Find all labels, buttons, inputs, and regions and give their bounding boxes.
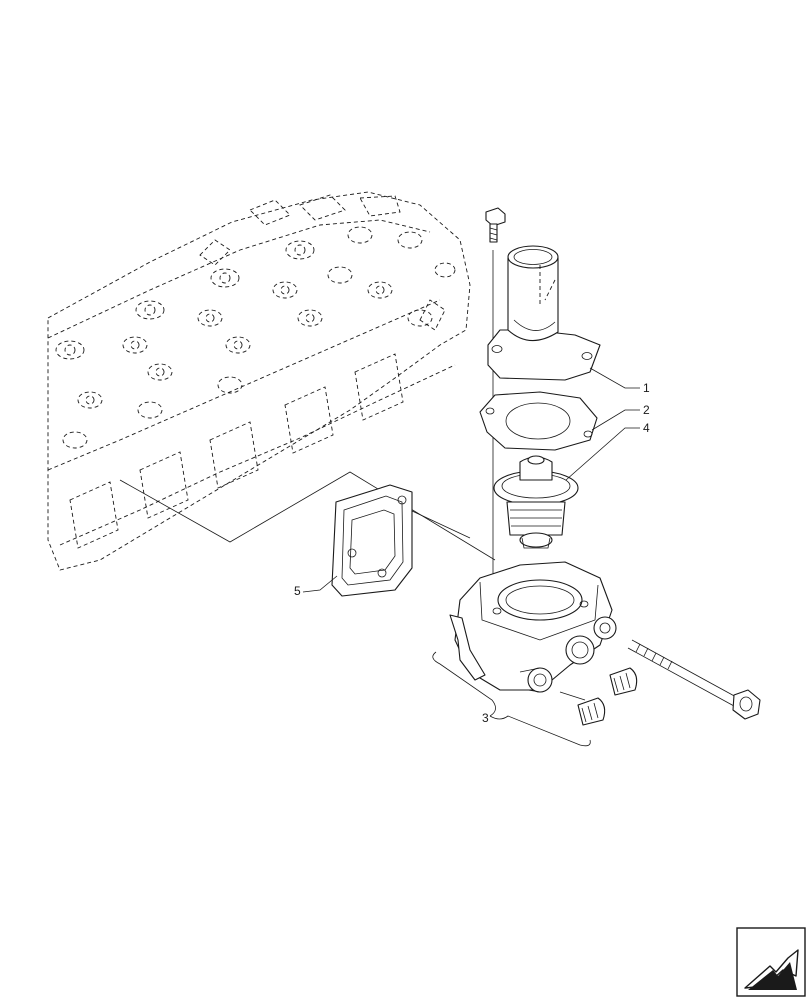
callout-4: 4 xyxy=(643,421,650,435)
next-page-arrow-icon[interactable] xyxy=(736,927,806,997)
callout-leaders xyxy=(302,367,640,747)
thermostat xyxy=(493,455,579,549)
callout-labels: 1 2 4 5 3 xyxy=(294,381,650,725)
cylinder-head-illustration xyxy=(47,191,471,571)
thermostat-housing-assembly xyxy=(449,561,638,726)
callout-2: 2 xyxy=(643,403,650,417)
housing-bolt xyxy=(627,639,761,720)
callout-3: 3 xyxy=(482,711,489,725)
callout-1: 1 xyxy=(643,381,650,395)
cover-gasket xyxy=(479,391,598,451)
callout-5: 5 xyxy=(294,584,301,598)
cover-bolt xyxy=(485,207,506,243)
thermostat-housing-cover xyxy=(487,245,601,381)
housing-gasket xyxy=(331,484,413,597)
